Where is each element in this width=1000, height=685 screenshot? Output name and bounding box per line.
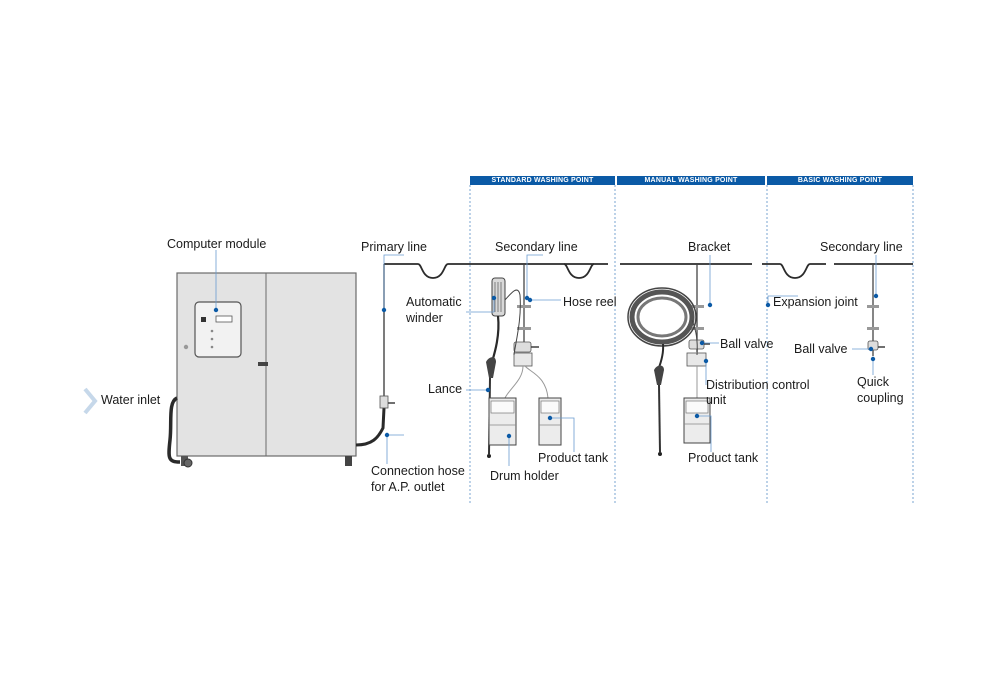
callout-dots xyxy=(213,293,879,439)
label-connection-hose-line2: for A.P. outlet xyxy=(371,480,445,494)
section-band-manual: MANUAL WASHING POINT xyxy=(617,176,765,185)
label-lance: Lance xyxy=(428,382,463,396)
label-quick-coupling-line2: coupling xyxy=(857,391,904,405)
main-pipe-line xyxy=(384,263,913,279)
main-unit-cabinet xyxy=(176,272,357,468)
section-band-standard: STANDARD WASHING POINT xyxy=(470,176,615,185)
label-ball-valve-basic: Ball valve xyxy=(794,342,848,356)
section-dividers xyxy=(469,185,914,505)
label-secondary-line-standard: Secondary line xyxy=(495,240,578,254)
label-primary-line: Primary line xyxy=(361,240,427,254)
label-secondary-line-basic: Secondary line xyxy=(820,240,903,254)
label-quick-coupling-line1: Quick xyxy=(857,375,889,389)
water-inlet-hose xyxy=(167,396,181,464)
label-product-tank-standard: Product tank xyxy=(538,451,609,465)
label-hose-reel: Hose reel xyxy=(563,295,617,309)
section-band-basic: BASIC WASHING POINT xyxy=(767,176,913,185)
label-ball-valve-manual: Ball valve xyxy=(720,337,774,351)
label-drum-holder: Drum holder xyxy=(490,469,559,483)
chevron-right-icon xyxy=(83,387,98,415)
label-distribution-control-line2: unit xyxy=(706,393,727,407)
label-automatic-winder-line1: Automatic xyxy=(406,295,462,309)
label-automatic-winder-line2: winder xyxy=(406,311,443,325)
label-bracket: Bracket xyxy=(688,240,731,254)
label-connection-hose-line1: Connection hose xyxy=(371,464,465,478)
basic-washing-point xyxy=(867,264,885,356)
label-water-inlet: Water inlet xyxy=(101,393,161,407)
manual-washing-point xyxy=(627,264,711,456)
label-product-tank-manual: Product tank xyxy=(688,451,759,465)
primary-riser xyxy=(379,264,395,409)
callout-leaders xyxy=(215,250,877,466)
label-expansion-joint: Expansion joint xyxy=(773,295,858,309)
label-distribution-control-line1: Distribution control xyxy=(706,378,810,392)
standard-washing-point xyxy=(486,264,562,458)
label-computer-module: Computer module xyxy=(167,237,267,251)
connection-hose xyxy=(355,407,386,447)
